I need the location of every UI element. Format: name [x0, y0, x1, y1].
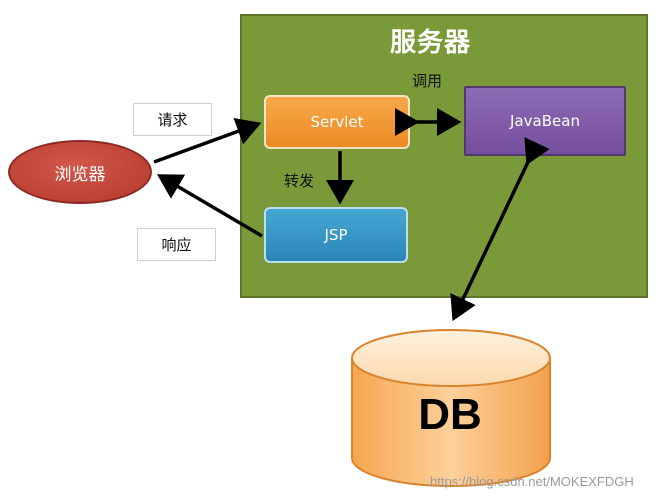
javabean-label: JavaBean: [510, 112, 580, 130]
server-title: 服务器: [390, 28, 472, 58]
request-label: 请求: [133, 103, 212, 136]
call-label: 调用: [412, 72, 443, 90]
db-top: [351, 329, 551, 387]
response-label-text: 响应: [161, 236, 192, 254]
response-arrow: [156, 174, 263, 238]
watermark: https://blog.csdn.net/MOKEXFDGH: [430, 474, 634, 489]
browser-node: 浏览器: [8, 140, 152, 204]
db-label: DB: [418, 390, 482, 439]
response-label: 响应: [137, 228, 216, 261]
jsp-label: JSP: [324, 226, 348, 244]
db-body: [351, 357, 551, 487]
browser-label: 浏览器: [54, 164, 106, 185]
database-cylinder: [351, 329, 551, 487]
forward-label: 转发: [284, 172, 315, 190]
servlet-label: Servlet: [310, 113, 364, 131]
request-arrow: [153, 118, 262, 164]
jsp-node: JSP: [264, 207, 408, 263]
servlet-node: Servlet: [264, 95, 410, 149]
db-arrow: [450, 137, 550, 322]
request-label-text: 请求: [157, 111, 188, 129]
